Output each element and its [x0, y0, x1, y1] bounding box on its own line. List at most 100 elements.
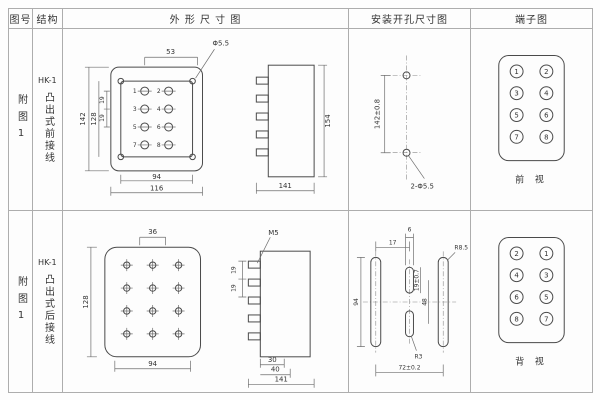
svg-text:6: 6 [157, 123, 161, 130]
row1-terminal-cell: 1 2 3 4 5 6 7 8 前 视 [471, 29, 593, 211]
svg-text:7: 7 [514, 133, 518, 141]
rear-view-dimensions: 36 128 94 [82, 228, 191, 372]
side-view-body [255, 64, 315, 177]
svg-text:5: 5 [133, 123, 137, 130]
mounting-drawing-rear-wiring: 17 6 R8.5 94 19±0.7 48 R3 72±0.2 [353, 226, 468, 376]
svg-text:53: 53 [166, 48, 175, 56]
svg-text:94: 94 [152, 172, 161, 180]
svg-text:6: 6 [408, 226, 412, 233]
svg-text:3: 3 [133, 106, 137, 113]
terminal-block-outline [498, 54, 565, 161]
svg-text:5: 5 [544, 293, 548, 301]
mounting-dimensions: 142±0.8 2-Φ5.5 [374, 74, 434, 190]
row1-figure-label: 附图1 [15, 93, 27, 146]
row2-structure-label: 凸出式后接线 [42, 273, 54, 346]
row1-mounting-cell: 142±0.8 2-Φ5.5 [349, 29, 471, 211]
svg-text:4: 4 [544, 89, 549, 97]
svg-text:40: 40 [271, 365, 280, 373]
svg-text:19±0.7: 19±0.7 [413, 268, 420, 290]
svg-text:M5: M5 [268, 229, 278, 237]
mounting-slot-dimensions: 17 6 R8.5 94 19±0.7 48 R3 72±0.2 [353, 226, 468, 376]
svg-text:R3: R3 [414, 353, 422, 360]
outline-drawing-rear-wiring: 36 128 94 M5 [82, 228, 315, 388]
svg-text:48: 48 [421, 298, 428, 306]
svg-text:3: 3 [544, 271, 548, 279]
row2-figure-cell: 附图1 [9, 211, 33, 393]
svg-text:72±0.2: 72±0.2 [399, 364, 421, 371]
rear-side-view-dimensions: M5 19 19 30 40 141 [230, 229, 315, 388]
svg-text:19: 19 [99, 114, 106, 122]
svg-text:8: 8 [157, 141, 161, 148]
rear-side-view-body [247, 250, 311, 357]
terminal-view-caption: 背 视 [515, 355, 548, 367]
svg-text:141: 141 [279, 181, 292, 189]
terminal-circles: 2 1 4 3 6 5 8 7 [509, 245, 554, 326]
header-outline-dimensions: 外 形 尺 寸 图 [63, 9, 349, 29]
header-structure: 结构 [33, 9, 63, 29]
svg-text:1: 1 [133, 88, 137, 95]
terminal-circles: 1 2 3 4 5 6 7 8 [509, 63, 554, 144]
svg-text:1: 1 [514, 67, 518, 75]
row2-figure-label: 附图1 [15, 275, 27, 328]
svg-text:4: 4 [514, 271, 519, 279]
svg-text:17: 17 [389, 239, 397, 246]
svg-text:19: 19 [230, 284, 237, 292]
mounting-drawing-front-wiring: 142±0.8 2-Φ5.5 [374, 55, 434, 190]
svg-text:128: 128 [90, 112, 98, 125]
row1-outline-cell: 1 2 3 4 5 6 7 8 53 Φ5.5 142 [63, 29, 349, 211]
front-view-body [110, 66, 204, 171]
svg-text:128: 128 [82, 295, 90, 308]
svg-text:116: 116 [150, 184, 163, 192]
svg-text:141: 141 [275, 375, 288, 383]
front-view-dimensions: 53 Φ5.5 142 128 19 19 94 116 [79, 39, 229, 196]
row1-model-label: HK-1 [38, 76, 57, 85]
svg-text:94: 94 [148, 359, 157, 367]
row2-structure-cell: HK-1 凸出式后接线 [33, 211, 63, 393]
svg-text:19: 19 [99, 96, 106, 104]
svg-text:7: 7 [544, 315, 548, 323]
outline-drawing-front-wiring: 1 2 3 4 5 6 7 8 53 Φ5.5 142 [79, 39, 332, 196]
front-view-terminal-numbers: 1 2 3 4 5 6 7 8 [133, 88, 161, 149]
svg-text:2-Φ5.5: 2-Φ5.5 [410, 182, 433, 190]
header-mounting-holes: 安装开孔尺寸图 [349, 9, 471, 29]
svg-text:1: 1 [544, 249, 548, 257]
row2-mounting-cell: 17 6 R8.5 94 19±0.7 48 R3 72±0.2 [349, 211, 471, 393]
svg-text:154: 154 [324, 113, 332, 127]
svg-text:2: 2 [544, 67, 548, 75]
svg-text:8: 8 [514, 315, 518, 323]
row1-figure-cell: 附图1 [9, 29, 33, 211]
svg-text:142: 142 [79, 112, 87, 125]
svg-text:94: 94 [353, 298, 360, 306]
terminal-block-outline [498, 236, 565, 343]
svg-text:142±0.8: 142±0.8 [374, 99, 382, 129]
svg-text:3: 3 [514, 89, 518, 97]
row1-structure-label: 凸出式前接线 [42, 91, 54, 164]
mounting-holes [392, 55, 421, 180]
svg-text:2: 2 [157, 88, 161, 95]
spec-table: 图号 结构 外 形 尺 寸 图 安装开孔尺寸图 端子图 附图1 HK-1 凸出式… [8, 8, 593, 393]
svg-text:6: 6 [544, 111, 548, 119]
svg-text:19: 19 [230, 266, 237, 274]
terminal-diagram-back-view: 2 1 4 3 6 5 8 7 背 视 [498, 236, 565, 367]
svg-text:8: 8 [544, 133, 548, 141]
row2-model-label: HK-1 [38, 258, 57, 267]
mounting-slots [362, 250, 457, 353]
row2-outline-cell: 36 128 94 M5 [63, 211, 349, 393]
svg-text:36: 36 [148, 228, 157, 236]
svg-text:4: 4 [157, 106, 161, 113]
svg-text:Φ5.5: Φ5.5 [212, 39, 229, 47]
row2-terminal-cell: 2 1 4 3 6 5 8 7 背 视 [471, 211, 593, 393]
svg-text:7: 7 [133, 141, 137, 148]
header-figure-number: 图号 [9, 9, 33, 29]
header-terminal-diagram: 端子图 [471, 9, 593, 29]
rear-view-body [104, 246, 202, 357]
svg-text:30: 30 [268, 355, 277, 363]
terminal-view-caption: 前 视 [515, 173, 548, 185]
svg-text:5: 5 [514, 111, 518, 119]
svg-text:R8.5: R8.5 [454, 244, 468, 251]
side-view-dimensions: 154 141 [255, 64, 332, 194]
svg-text:2: 2 [514, 249, 518, 257]
svg-text:6: 6 [514, 293, 518, 301]
row1-structure-cell: HK-1 凸出式前接线 [33, 29, 63, 211]
